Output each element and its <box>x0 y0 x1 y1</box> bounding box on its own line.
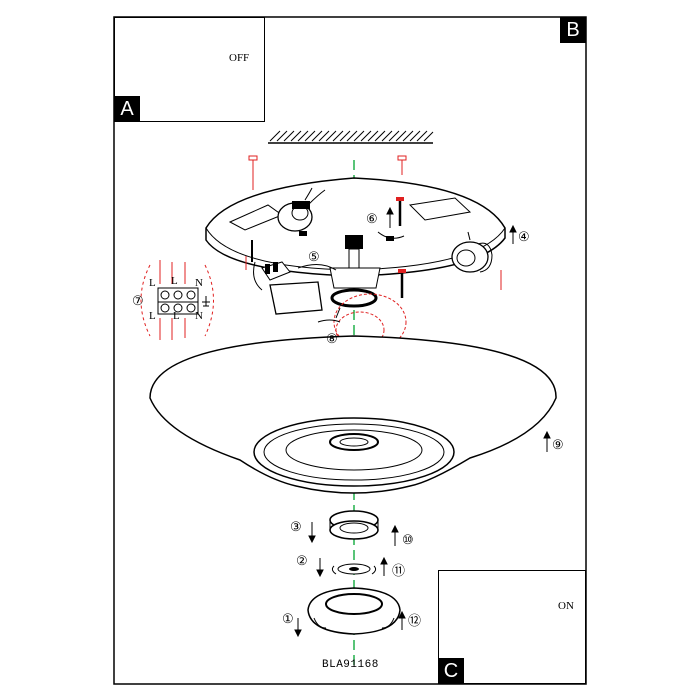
step-3: ③ <box>290 520 302 535</box>
ceiling-hatch <box>268 130 434 144</box>
terminal-label: L <box>149 277 156 289</box>
step-1: ① <box>282 612 294 627</box>
terminal-diagram <box>140 260 214 340</box>
step-4: ④ <box>518 230 530 245</box>
lamp-holder-right <box>451 231 493 273</box>
center-nut <box>331 563 377 575</box>
terminal-label: N <box>195 277 203 289</box>
panel-label-a: A <box>114 96 140 122</box>
step-7: ⑦ <box>132 294 144 309</box>
switch-on-label: ON <box>558 600 574 612</box>
model-code: BLA91168 <box>322 659 379 671</box>
fixing-screws <box>377 197 406 298</box>
step-12: ⑫ <box>408 614 422 629</box>
switch-off-label: OFF <box>229 52 250 64</box>
collar-ring <box>329 510 379 540</box>
step-5: ⑤ <box>308 250 320 265</box>
step-9: ⑨ <box>552 438 564 453</box>
glass-shade <box>149 335 557 494</box>
lamp-holder-left <box>277 187 326 232</box>
wall-plugs <box>248 155 407 190</box>
terminal-connector <box>251 240 337 315</box>
step-8: ⑧ <box>326 332 338 347</box>
center-stud <box>329 235 381 319</box>
panel-label-b: B <box>560 17 586 43</box>
panel-label-c: C <box>438 658 464 684</box>
step-6: ⑥ <box>366 212 378 227</box>
step-11: ⑪ <box>392 564 406 579</box>
direction-arrows <box>294 206 551 638</box>
step-2: ② <box>296 554 308 569</box>
step-10: ⑩ <box>402 533 414 548</box>
terminal-label: N <box>195 310 203 322</box>
page-frame <box>113 16 587 685</box>
terminal-label: L <box>171 275 178 287</box>
terminal-label: L <box>149 310 156 322</box>
terminal-label: L <box>173 310 180 322</box>
decor-ring <box>307 587 401 635</box>
